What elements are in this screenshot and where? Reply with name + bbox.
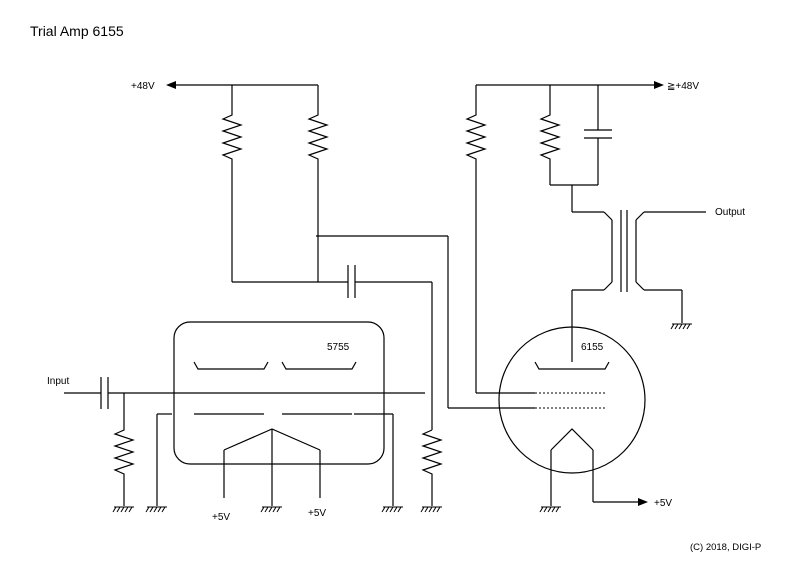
input-label: Input xyxy=(47,376,69,387)
heater-supply-right: +5V xyxy=(592,450,672,509)
ground-symbol xyxy=(381,506,403,513)
v5-mid-label: +5V xyxy=(308,508,326,519)
ground-symbol xyxy=(539,506,561,513)
plate-load-network xyxy=(539,85,612,213)
ground-symbol xyxy=(420,506,442,513)
input-stage: Input xyxy=(47,376,425,506)
ground-symbol xyxy=(145,506,167,513)
output-transformer xyxy=(571,210,706,362)
screen-resistor xyxy=(465,85,535,394)
ground-symbol xyxy=(670,323,692,330)
v5-right-label: +5V xyxy=(654,498,672,509)
v5-left-label: +5V xyxy=(212,512,230,523)
right-48v-rail: ≧+48V xyxy=(476,81,699,92)
ground-symbol xyxy=(112,506,134,513)
coupling-capacitor xyxy=(232,265,433,430)
v48-right-label: ≧+48V xyxy=(667,81,699,92)
diagram-title: Trial Amp 6155 xyxy=(30,23,124,39)
plate-resistor-left xyxy=(221,85,243,282)
v48-left-label: +48V xyxy=(131,81,155,92)
cathode-right-wire xyxy=(354,413,394,506)
ground-symbol xyxy=(260,506,282,513)
plate-resistor-right xyxy=(307,85,329,282)
tube-6155-label: 6155 xyxy=(581,342,604,353)
tube-6155: 6155 xyxy=(498,326,646,474)
interstage-wire xyxy=(316,235,535,409)
output-grid-resistor xyxy=(421,429,443,506)
tube-5755-label: 5755 xyxy=(327,342,350,353)
output-label: Output xyxy=(715,207,745,218)
heater-wires xyxy=(223,429,321,506)
copyright-text: (C) 2018, DIGI-P xyxy=(690,542,761,553)
left-48v-rail: +48V xyxy=(131,81,318,92)
cathode-left-wire xyxy=(156,413,172,506)
